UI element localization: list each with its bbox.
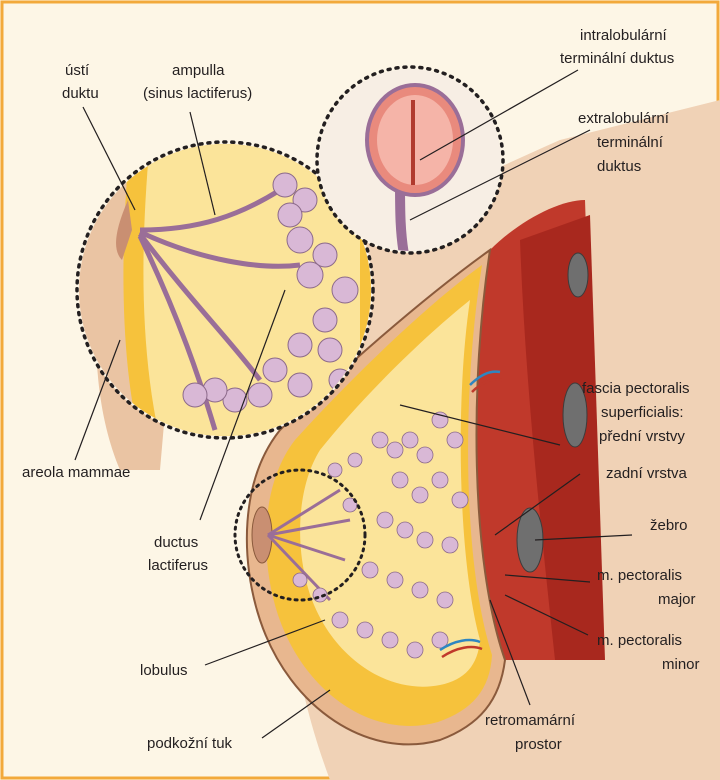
label-extralobularni-3: duktus	[597, 158, 641, 175]
label-zebro: žebro	[650, 517, 688, 534]
label-fascia-3: přední vrstvy	[599, 428, 685, 445]
label-retromamarni-1: retromamární	[485, 712, 576, 729]
label-pect-minor-2: minor	[662, 656, 700, 673]
label-podkozni-tuk: podkožní tuk	[147, 735, 233, 752]
label-fascia-1: fascia pectoralis	[582, 380, 690, 397]
label-usti-duktu-1: ústí	[65, 62, 90, 79]
label-extralobularni-1: extralobulární	[578, 110, 670, 127]
label-ampulla-1: ampulla	[172, 62, 225, 79]
label-usti-duktu-2: duktu	[62, 85, 99, 102]
label-ductus-2: lactiferus	[148, 557, 208, 574]
label-pect-major-1: m. pectoralis	[597, 567, 682, 584]
label-intralobularni-1: intralobulární	[580, 27, 668, 44]
label-zadni-vrstva: zadní vrstva	[606, 465, 688, 482]
rib-1	[568, 253, 588, 297]
label-pect-major-2: major	[658, 591, 696, 608]
label-fascia-2: superficialis:	[601, 404, 684, 421]
label-retromamarni-2: prostor	[515, 736, 562, 753]
label-extralobularni-2: terminální	[597, 134, 664, 151]
label-intralobularni-2: terminální duktus	[560, 50, 674, 67]
label-areola: areola mammae	[22, 464, 130, 481]
label-ampulla-2: (sinus lactiferus)	[143, 85, 252, 102]
label-ductus-1: ductus	[154, 534, 198, 551]
label-lobulus: lobulus	[140, 662, 188, 679]
label-pect-minor-1: m. pectoralis	[597, 632, 682, 649]
